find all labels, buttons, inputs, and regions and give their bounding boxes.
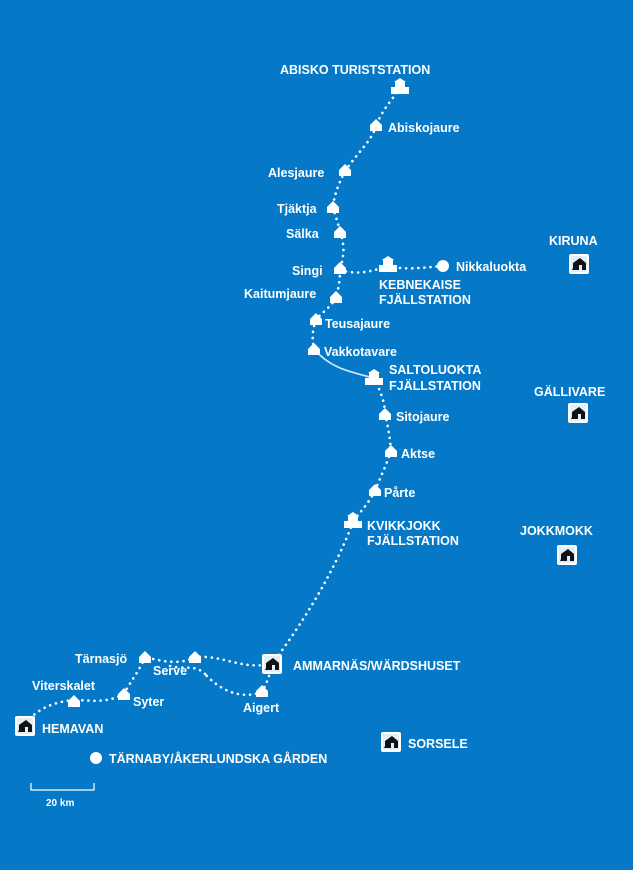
hut-tjaktja-icon xyxy=(327,201,339,213)
town-ammarnas-icon xyxy=(262,654,282,674)
station-kvikkjokk-icon xyxy=(344,512,362,528)
label-abisko: ABISKO TURISTSTATION xyxy=(280,63,430,77)
hut-syter-icon xyxy=(118,688,130,700)
label-sorsele: SORSELE xyxy=(408,737,468,751)
label-aigert: Aigert xyxy=(243,701,280,715)
hut-abiskojaure-icon xyxy=(370,119,382,131)
hut-sitojaure-icon xyxy=(379,408,391,420)
label-salka: Sälka xyxy=(286,227,320,241)
hut-teusajaure-icon xyxy=(310,313,322,325)
hut-serve-icon xyxy=(189,651,201,663)
label-hemavan: HEMAVAN xyxy=(42,722,103,736)
station-kebnekaise-icon xyxy=(379,256,397,272)
label-kaitumjaure: Kaitumjaure xyxy=(244,287,316,301)
hut-vakkotavare-icon xyxy=(308,343,320,355)
label-kebnekaise-1: KEBNEKAISE xyxy=(379,278,461,292)
label-jokkmokk: JOKKMOKK xyxy=(520,524,593,538)
scale-bar: 20 km xyxy=(30,783,95,809)
stop-nikkaluokta-icon xyxy=(437,260,449,272)
label-kiruna: KIRUNA xyxy=(549,234,598,248)
label-kvikkjokk-1: KVIKKJOKK xyxy=(367,519,441,533)
town-sorsele-icon xyxy=(381,732,401,752)
label-abiskojaure: Abiskojaure xyxy=(388,121,460,135)
label-tarnasjo: Tärnasjö xyxy=(75,652,127,666)
label-gallivare: GÄLLIVARE xyxy=(534,384,605,399)
label-vakkotavare: Vakkotavare xyxy=(324,345,397,359)
town-kiruna-icon xyxy=(569,254,589,274)
town-hemavan-icon xyxy=(15,716,35,736)
scale-label: 20 km xyxy=(46,798,74,809)
label-viterskalet: Viterskalet xyxy=(32,679,96,693)
label-saltoluokta-2: FJÄLLSTATION xyxy=(389,378,481,393)
label-singi: Singi xyxy=(292,264,323,278)
hut-aigert-icon xyxy=(256,685,268,697)
label-sitojaure: Sitojaure xyxy=(396,410,450,424)
trail-kungsleden xyxy=(23,86,445,727)
label-alesjaure: Alesjaure xyxy=(268,166,324,180)
hut-viterskalet-icon xyxy=(68,695,80,707)
label-tjaktja: Tjäktja xyxy=(277,202,318,216)
hut-kaitumjaure-icon xyxy=(330,291,342,303)
label-aktse: Aktse xyxy=(401,447,435,461)
label-parte: Pårte xyxy=(384,486,415,500)
label-kebnekaise-2: FJÄLLSTATION xyxy=(379,292,471,307)
label-syter: Syter xyxy=(133,695,164,709)
hut-singi-icon xyxy=(334,262,346,274)
label-tarnaby: TÄRNABY/ÅKERLUNDSKA GÅRDEN xyxy=(109,751,327,766)
stop-tarnaby-icon xyxy=(90,752,102,764)
hut-salka-icon xyxy=(334,226,346,238)
hut-parte-icon xyxy=(369,484,381,496)
town-gallivare-icon xyxy=(568,403,588,423)
hut-aktse-icon xyxy=(385,445,397,457)
label-saltoluokta-1: SALTOLUOKTA xyxy=(389,363,481,377)
label-serve: Serve xyxy=(153,664,187,678)
hut-tarnasjo-icon xyxy=(139,651,151,663)
town-jokkmokk-icon xyxy=(557,545,577,565)
label-ammarnas: AMMARNÄS/WÄRDSHUSET xyxy=(293,658,461,673)
label-teusajaure: Teusajaure xyxy=(325,317,390,331)
label-nikkaluokta: Nikkaluokta xyxy=(456,260,527,274)
label-kvikkjokk-2: FJÄLLSTATION xyxy=(367,533,459,548)
station-abisko-icon xyxy=(391,78,409,94)
